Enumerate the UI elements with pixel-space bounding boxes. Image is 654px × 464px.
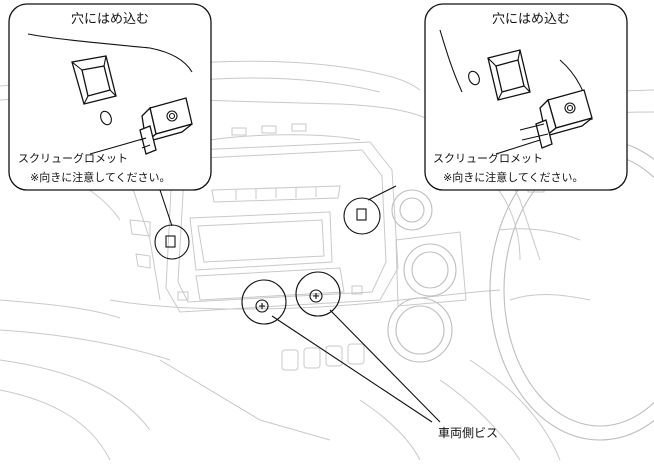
left-part-label: スクリューグロメット (18, 151, 128, 165)
screw-circle-right (295, 271, 341, 317)
left-grommet-circle (154, 224, 190, 260)
left-callout-title: 穴にはめ込む (71, 12, 149, 27)
right-callout-title: 穴にはめ込む (492, 12, 570, 27)
screw-circle-left (241, 279, 287, 325)
screw-grommet (139, 97, 193, 155)
right-orientation-note: ※向きに注意してください。 (443, 170, 584, 184)
right-grommet-circle (343, 197, 381, 235)
right-part-label: スクリューグロメット (433, 151, 543, 165)
left-callout: 穴にはめ込む スクリューグロメット ※向きに注意してください。 (8, 3, 212, 191)
right-callout-frame (424, 3, 628, 191)
screw-leader-lines (271, 309, 441, 423)
screw-grommet (519, 89, 593, 149)
vehicle-screws-label: 車両側ビス (438, 426, 498, 440)
callout-pointers (159, 185, 397, 227)
left-orientation-note: ※向きに注意してください。 (30, 170, 171, 184)
right-callout: 穴にはめ込む スクリューグロメット ※向きに注意してください。 (424, 3, 628, 191)
